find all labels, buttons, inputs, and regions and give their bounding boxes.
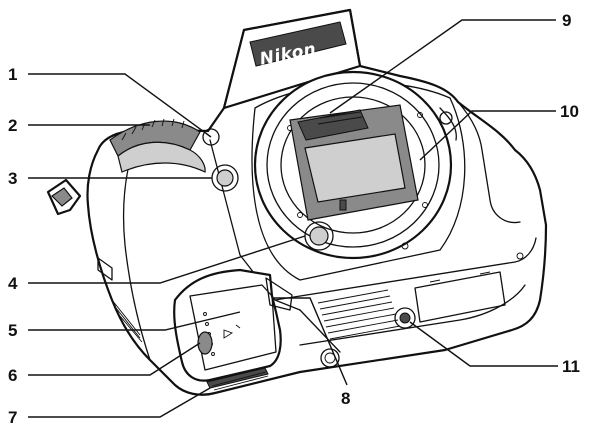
leader-line-11: [409, 321, 558, 367]
callout-number-10: 10: [560, 102, 579, 121]
lens-mount: [251, 70, 524, 281]
callout-number-1: 1: [8, 65, 17, 84]
leader-line-1: [28, 73, 212, 138]
leader-line-9: [329, 19, 556, 114]
callout-number-3: 3: [8, 169, 17, 188]
leader-line-4: [28, 235, 306, 284]
leader-line-7: [28, 387, 211, 418]
callout-number-2: 2: [8, 116, 17, 135]
tripod-socket: [394, 307, 416, 329]
af-assist-lamp: [202, 128, 220, 146]
callout-number-7: 7: [8, 408, 17, 427]
callout-number-4: 4: [8, 274, 18, 293]
callout-number-11: 11: [562, 357, 580, 376]
callout-lines: [28, 19, 558, 418]
mode-dial: [109, 118, 206, 173]
battery-chamber-cover: [173, 268, 293, 382]
callout-number-6: 6: [8, 366, 17, 385]
leader-line-10: [419, 110, 556, 161]
bottom-vent-grille: [317, 289, 401, 340]
leader-line-6: [28, 342, 201, 376]
flash-button: [211, 164, 239, 192]
leader-line-5: [28, 311, 241, 331]
callout-number-8: 8: [341, 389, 350, 408]
callout-numbers: 1 2 3 4 5 6 7 8 9 10 11: [8, 11, 580, 427]
prism-housing: Nikon: [222, 8, 362, 110]
callout-number-9: 9: [562, 11, 571, 30]
leader-line-8: [274, 297, 348, 386]
callout-number-5: 5: [8, 321, 17, 340]
strap-eyelet: [46, 178, 82, 216]
